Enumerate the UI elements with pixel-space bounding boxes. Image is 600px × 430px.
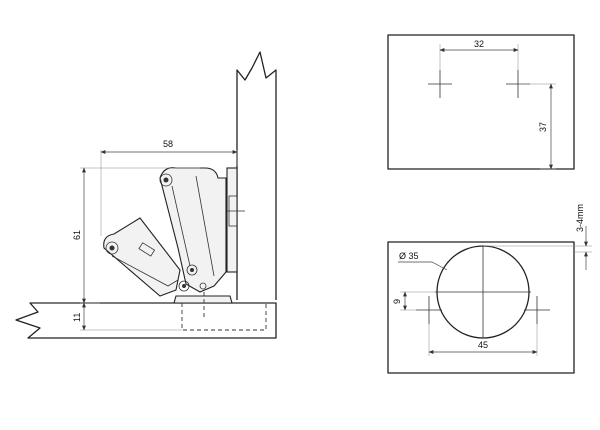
hinge-side-view: 58 61 11 — [15, 51, 277, 339]
pivot-top-icon — [159, 173, 173, 187]
dim-edge-label: 3-4mm — [575, 204, 585, 232]
dim-45-label: 45 — [478, 340, 488, 350]
cup-diameter-label: Ø 35 — [399, 251, 419, 261]
drilling-pattern-bottom: Ø 35 9 45 3-4mm — [387, 204, 592, 374]
arm-inner-edge — [195, 175, 215, 277]
top-panel-outline — [387, 34, 575, 170]
spring-slot — [138, 242, 156, 257]
hinge-link — [103, 217, 181, 297]
hinge-arm — [159, 167, 227, 293]
screw-hole-left-icon — [416, 296, 442, 324]
pivot-rivets — [105, 173, 207, 292]
cup-diameter-leader — [398, 261, 448, 271]
dim-61-label: 61 — [72, 230, 82, 240]
dim-11-label: 11 — [72, 313, 82, 322]
pivot-small-icon — [199, 282, 207, 290]
drilling-pattern-top: 32 37 — [387, 34, 575, 170]
door-panel — [15, 302, 277, 339]
pivot-low-icon — [178, 280, 190, 292]
pivot-left-icon — [105, 241, 119, 255]
dim-9-label: 9 — [392, 299, 402, 304]
screw-hole-right-icon — [524, 296, 550, 324]
arm-inner-edge-2 — [171, 185, 191, 267]
dim-37-label: 37 — [538, 122, 548, 132]
cup-recess-outline — [181, 303, 267, 331]
mounting-plate — [226, 167, 238, 273]
dim-32-label: 32 — [474, 39, 484, 49]
top-hole-left-icon — [428, 70, 452, 98]
bottom-panel-outline — [387, 241, 575, 374]
cabinet-side-panel — [236, 51, 277, 300]
pivot-mid-icon — [186, 264, 198, 276]
hinge-cup-base — [173, 295, 233, 304]
hinge-link-lower — [111, 255, 179, 287]
dim-58-label: 58 — [163, 139, 173, 149]
